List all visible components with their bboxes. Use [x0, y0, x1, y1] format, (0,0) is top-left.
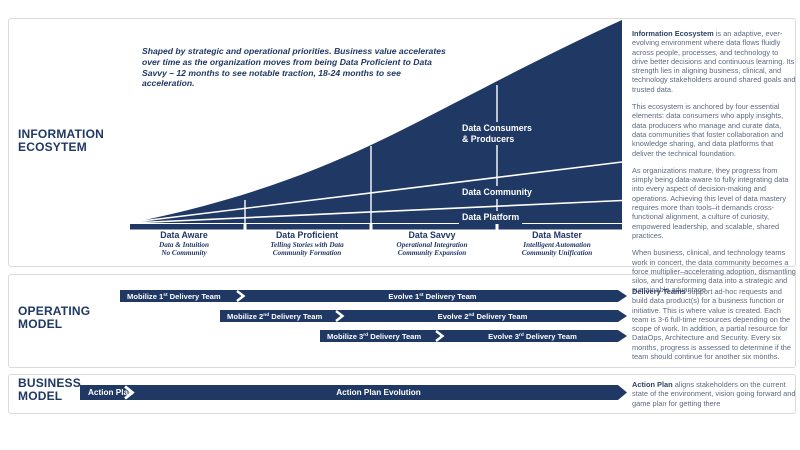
delivery-team-2-bar — [220, 310, 627, 322]
action-plan-description: Action Plan aligns stakeholders on the c… — [632, 380, 796, 416]
stage-subtitle-2: No Community — [161, 249, 207, 258]
action-plan-chevron-icon — [124, 385, 135, 400]
business-model-label: BUSINESS MODEL — [18, 377, 81, 402]
delivery-team-1-chevron-icon — [236, 290, 246, 302]
stage-subtitle-2: Community Formation — [272, 249, 342, 258]
delivery-teams-description: Delivery Teams support ad-hoc requests a… — [632, 287, 796, 369]
stage-data-proficient: Data Proficient Telling Stories with Dat… — [232, 230, 382, 257]
evolve-1-label: Evolve 1st Delivery Team — [388, 292, 477, 301]
axis-segment-4 — [498, 224, 622, 230]
evolve-2-label: Evolve 2nd Delivery Team — [437, 312, 528, 321]
mobilize-3-label: Mobilize 3rd Delivery Team — [327, 332, 422, 341]
ecosystem-paragraph-2: This ecosystem is anchored by four essen… — [632, 102, 784, 158]
band-label-community: Data Community — [459, 186, 535, 199]
delivery-teams-lead: Delivery Teams — [632, 287, 686, 296]
stage-subtitle-2: Community Unification — [521, 249, 593, 258]
operating-model-label: OPERATING MODEL — [18, 305, 90, 330]
action-plan-bar — [80, 385, 627, 400]
operating-model-label-line1: OPERATING — [18, 304, 91, 318]
information-ecosystem-label-line1: INFORMATION — [18, 127, 104, 141]
stage-title: Data Aware — [160, 230, 208, 240]
mobilize-2-label: Mobilize 2nd Delivery Team — [227, 312, 323, 321]
intro-note: Shaped by strategic and operational prio… — [142, 46, 446, 89]
mobilize-1-label: Mobilize 1st Delivery Team — [127, 292, 221, 301]
stage-subtitle-2: Community Expansion — [397, 249, 467, 258]
delivery-team-3-bar — [320, 330, 627, 342]
band-divider-community-line — [129, 161, 623, 224]
action-plan-label: Action Plan — [88, 388, 134, 397]
stage-data-aware: Data Aware Data & Intuition No Community — [109, 230, 259, 257]
stage-data-master: Data Master Intelligent Automation Commu… — [482, 230, 632, 257]
band-label-platform: Data Platform — [459, 211, 523, 224]
evolve-3-label: Evolve 3rd Delivery Team — [488, 332, 577, 341]
ecosystem-paragraph-1-lead: Information Ecosystem — [632, 29, 714, 38]
band-label-consumers-producers: Data Consumers & Producers — [459, 122, 535, 145]
action-plan-paragraph: Action Plan aligns stakeholders on the c… — [632, 380, 796, 408]
business-model-label-line2: MODEL — [18, 388, 63, 403]
band-divider-platform-line — [129, 199, 623, 224]
maturity-wedge-shape — [130, 20, 622, 223]
action-plan-evolution-label: Action Plan Evolution — [336, 388, 421, 397]
business-model-label-line1: BUSINESS — [18, 376, 81, 390]
stage-subtitle-1: Data & Intuition — [159, 241, 209, 249]
stage-data-savvy: Data Savvy Operational Integration Commu… — [357, 230, 507, 257]
ecosystem-paragraph-1: Information Ecosystem is an adaptive, ev… — [632, 29, 796, 94]
stage-title: Data Proficient — [275, 230, 339, 240]
ecosystem-paragraph-4: When business, clinical, and technology … — [632, 248, 796, 295]
stage-title: Data Savvy — [408, 230, 456, 240]
information-ecosystem-label-line2: ECOSYTEM — [18, 139, 87, 154]
information-ecosystem-label: INFORMATION ECOSYTEM — [18, 128, 104, 153]
axis-segment-3 — [372, 224, 496, 230]
ecosystem-description: Information Ecosystem is an adaptive, ev… — [632, 29, 796, 303]
axis-segment-2 — [246, 224, 370, 230]
band-label-consumers-line1: Data Consumers — [462, 123, 532, 133]
action-plan-lead: Action Plan — [632, 380, 673, 389]
stage-subtitle-1: Operational Integration — [396, 241, 468, 249]
band-label-consumers-line2: & Producers — [462, 133, 515, 144]
axis-segment-1 — [130, 224, 244, 230]
stage-subtitle-1: Intelligent Automation — [523, 241, 591, 249]
stage-subtitle-1: Telling Stories with Data — [270, 241, 344, 249]
operating-model-label-line2: MODEL — [18, 316, 63, 331]
delivery-teams-paragraph: Delivery Teams support ad-hoc requests a… — [632, 287, 791, 362]
delivery-team-3-chevron-icon — [435, 330, 445, 342]
ecosystem-paragraph-3: As organizations mature, they progress f… — [632, 165, 789, 240]
delivery-team-2-chevron-icon — [335, 310, 345, 322]
stage-title: Data Master — [532, 230, 582, 240]
delivery-team-1-bar — [120, 290, 627, 302]
